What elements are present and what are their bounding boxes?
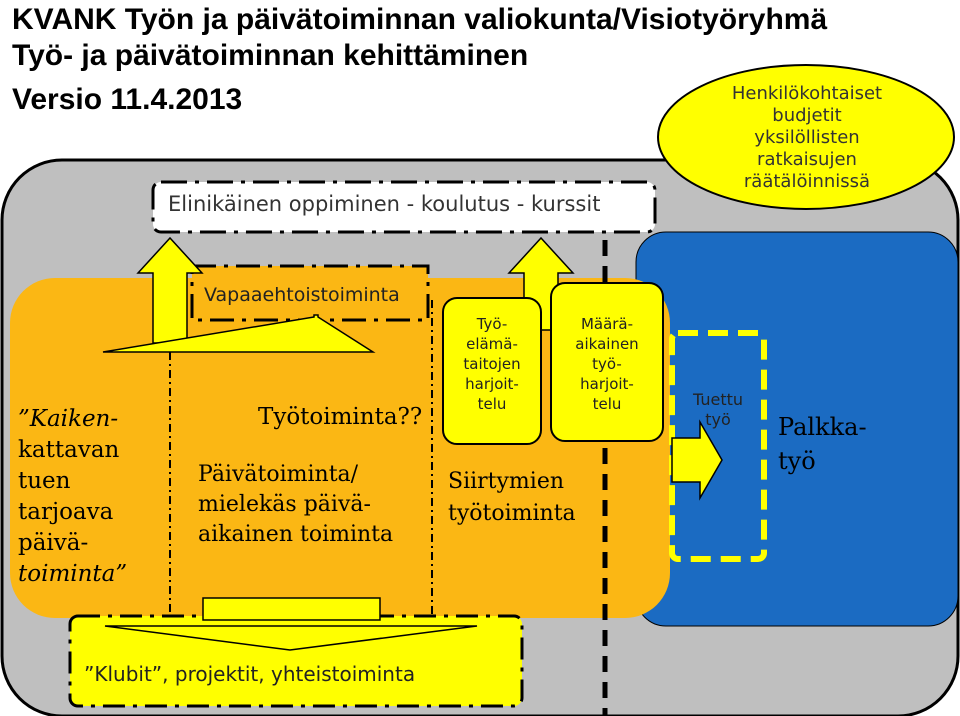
comprehensive-line: toiminta” [18,561,128,587]
comprehensive-support-label: ”Kaiken- kattavan tuen tarjoava päivä- t… [18,404,127,590]
work-activity-label: Työtoiminta?? [258,404,423,430]
volunteer-box [190,264,430,322]
worklife-skills-box [442,297,542,445]
fixed-term-training-box [550,282,664,442]
up-arrow-left [136,236,204,344]
paid-work-line: työ [778,447,816,475]
fixed-term-line: harjoit- [580,375,634,393]
down-arrowhead [104,625,478,651]
callout-line: ratkaisujen [757,149,857,170]
clubs-label: ”Klubit”, projektit, yhteistoiminta [84,662,416,686]
day-activity-line: Päivätoiminta/ [198,462,359,487]
comprehensive-line: tarjoava [18,499,114,525]
supported-work-line: Tuettu [692,390,743,409]
supported-work-box [669,330,767,562]
comprehensive-line: ”Kaiken- [18,406,119,432]
comprehensive-line: tuen [18,468,71,494]
comprehensive-line: kattavan [18,437,120,463]
worklife-skills-label: Työ- elämä- taitojen harjoit- telu [443,314,541,414]
right-arrow [671,419,723,501]
callout-line: budjetit [772,105,842,126]
callout-line: Henkilökohtaiset [731,83,883,104]
fixed-term-line: työ- [592,355,622,373]
paid-work-label: Palkka- työ [778,410,867,478]
callout-line: räätälöinnissä [743,171,871,192]
down-arrow [202,597,381,621]
worklife-skills-line: taitojen [463,355,521,373]
header-version: Versio 11.4.2013 [12,83,243,116]
fixed-term-line: telu [592,395,622,413]
worklife-skills-line: Työ- [476,315,508,333]
worklife-skills-line: harjoit- [465,375,519,393]
fixed-term-line: aikainen [575,335,639,353]
transition-work-label: Siirtymien työtoiminta [448,466,576,530]
day-activity-label: Päivätoiminta/ mielekäs päivä- aikainen … [198,460,393,550]
lifelong-learning-box [151,180,657,234]
lifelong-learning-label: Elinikäinen oppiminen - koulutus - kurss… [168,192,601,216]
personal-budgets-callout [657,64,955,210]
transition-line: työtoiminta [448,501,576,526]
up-arrowhead [102,314,376,353]
paid-work-line: Palkka- [778,413,867,441]
transition-line: Siirtymien [448,469,565,494]
comprehensive-line: päivä- [18,530,89,556]
worklife-skills-line: elämä- [466,335,518,353]
fixed-term-line: Määrä- [580,315,634,333]
callout-line: yksilöllisten [754,127,860,148]
day-activity-line: mielekäs päivä- [198,492,371,517]
supported-work-label: Tuettu työ [682,390,754,430]
volunteer-label: Vapaaehtoistoiminta [204,284,400,306]
header-title-line-1: KVANK Työn ja päivätoiminnan valiokunta/… [12,3,828,36]
day-activity-line: aikainen toiminta [198,522,394,547]
worklife-skills-line: telu [477,395,507,413]
callout-text: Henkilökohtaiset budjetit yksilöllisten … [680,83,934,193]
header-title-line-2: Työ- ja päivätoiminnan kehittäminen [12,39,529,72]
supported-work-line: työ [705,410,731,429]
fixed-term-label: Määrä- aikainen työ- harjoit- telu [551,314,663,414]
